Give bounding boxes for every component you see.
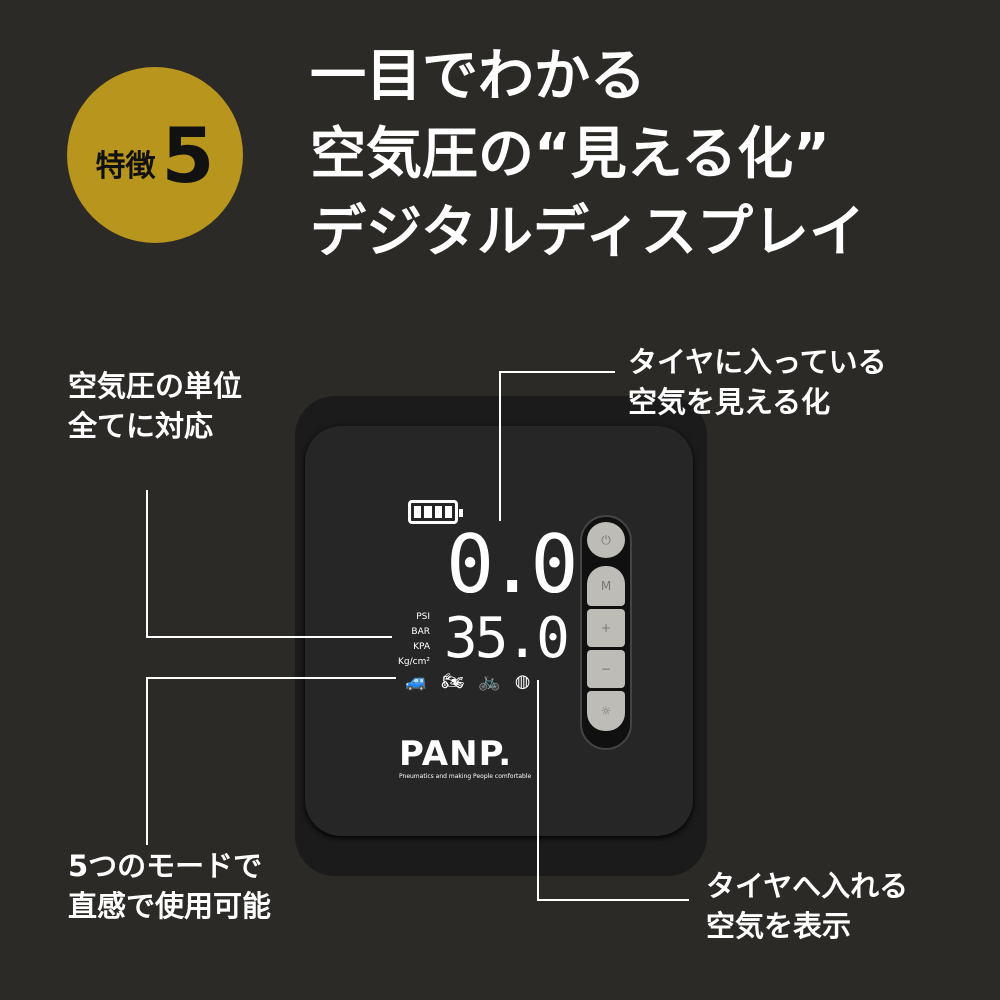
- callout-line: [499, 371, 615, 373]
- callout-text: 空気圧の単位: [68, 369, 243, 403]
- power-button[interactable]: ⏻: [587, 522, 625, 558]
- callout-text: 直感で使用可能: [68, 889, 272, 923]
- headline: 一目でわかる 空気圧の“見える化” デジタルディスプレイ: [310, 38, 865, 272]
- bicycle-icon: 🚲: [478, 671, 501, 692]
- target-pressure: 35.0: [444, 610, 570, 668]
- callout-current: タイヤに入っている 空気を見える化: [628, 342, 887, 422]
- unit-bar: BAR: [411, 627, 430, 637]
- unit-list: PSI BAR KPA Kg/cm²: [392, 610, 430, 670]
- callout-line: [146, 677, 148, 845]
- mode-icons: 🚙 🏍 🚲 ◍: [405, 672, 530, 692]
- battery-icon: [408, 500, 463, 524]
- callout-line: [146, 636, 392, 638]
- plus-button[interactable]: +: [587, 609, 625, 647]
- callout-target: タイヤへ入れる 空気を表示: [706, 866, 908, 946]
- callout-line: [146, 677, 396, 679]
- badge-label: 特徴: [95, 149, 156, 184]
- unit-psi: PSI: [416, 612, 430, 622]
- callout-line: [146, 490, 148, 638]
- badge-number: 5: [161, 110, 215, 200]
- callout-line: [537, 899, 689, 901]
- headline-line: 空気圧の“見える化”: [310, 122, 830, 187]
- brand-logo: PANP. Pneumatics and making People comfo…: [399, 735, 531, 780]
- callout-units: 空気圧の単位 全てに対応: [68, 366, 242, 446]
- headline-line: 一目でわかる: [310, 44, 646, 109]
- mode-button[interactable]: M: [587, 566, 625, 606]
- callout-text: 5つのモードで: [68, 849, 263, 883]
- callout-line: [499, 371, 501, 521]
- motorcycle-icon: 🏍: [441, 671, 465, 692]
- callout-text: 空気を見える化: [628, 385, 831, 419]
- button-panel: ⏻ M + − ☼: [580, 515, 632, 750]
- headline-line: デジタルディスプレイ: [310, 200, 865, 265]
- brand-name: PANP.: [399, 734, 513, 774]
- brand-tagline: Pneumatics and making People comfortable: [399, 773, 532, 780]
- minus-button[interactable]: −: [587, 650, 625, 688]
- unit-kpa: KPA: [413, 642, 430, 652]
- unit-kgcm2: Kg/cm²: [398, 657, 430, 667]
- car-icon: 🚙: [405, 671, 428, 692]
- callout-text: タイヤに入っている: [628, 345, 887, 379]
- light-button[interactable]: ☼: [587, 691, 625, 731]
- current-pressure: 0.0: [446, 524, 576, 606]
- feature-badge: 特徴 5: [67, 67, 243, 243]
- callout-text: タイヤへ入れる: [706, 869, 909, 903]
- callout-line: [537, 680, 539, 900]
- callout-text: 全てに対応: [68, 409, 214, 443]
- callout-text: 空気を表示: [706, 909, 852, 943]
- ball-icon: ◍: [514, 671, 531, 692]
- callout-modes: 5つのモードで 直感で使用可能: [68, 846, 271, 926]
